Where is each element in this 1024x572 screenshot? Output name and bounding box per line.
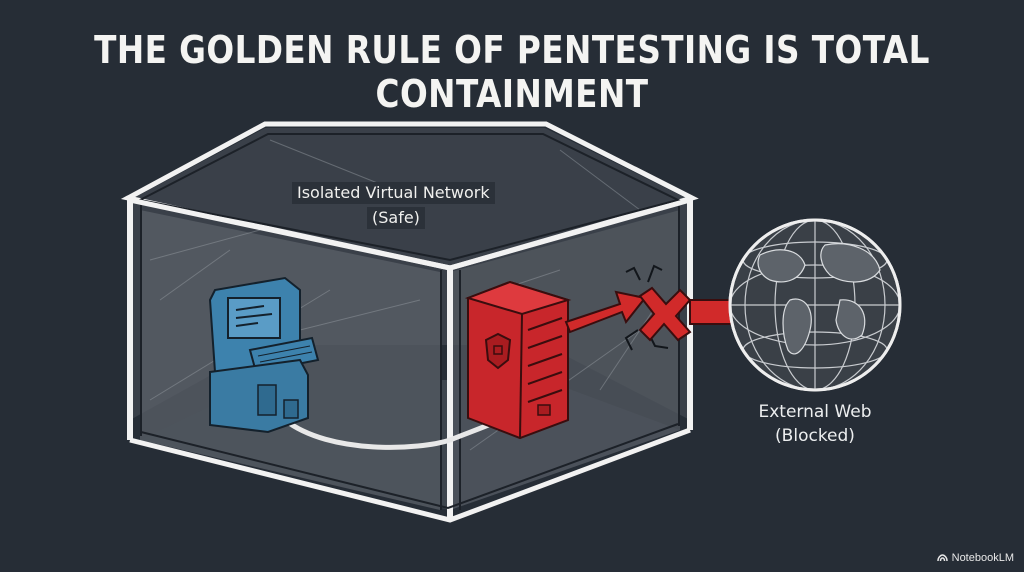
network-label-line1: Isolated Virtual Network bbox=[297, 183, 490, 202]
globe-icon bbox=[728, 218, 902, 392]
notebooklm-logo-icon bbox=[936, 554, 948, 562]
red-x-icon bbox=[638, 286, 692, 342]
network-label: Isolated Virtual Network bbox=[292, 182, 495, 204]
blue-computer-terminal-icon bbox=[208, 276, 320, 434]
external-label-line1: External Web bbox=[758, 402, 872, 422]
brand-name: NotebookLM bbox=[951, 552, 1014, 564]
brand-watermark: NotebookLM bbox=[936, 552, 1014, 564]
network-label-line2: (Safe) bbox=[372, 208, 420, 227]
page-title: THE GOLDEN RULE OF PENTESTING IS TOTAL C… bbox=[94, 28, 930, 116]
external-label-line2: (Blocked) bbox=[775, 426, 855, 446]
network-cable bbox=[282, 417, 503, 450]
red-arrow-icon bbox=[564, 290, 647, 334]
network-label-safe: (Safe) bbox=[367, 207, 425, 229]
external-web-label: External Web (Blocked) bbox=[740, 400, 890, 448]
red-server-shield-icon bbox=[464, 280, 572, 440]
